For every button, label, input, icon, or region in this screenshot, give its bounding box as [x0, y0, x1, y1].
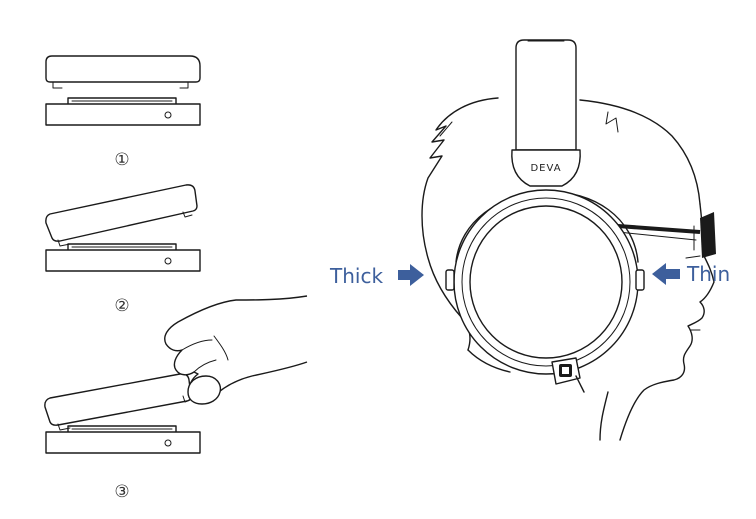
eye [685, 255, 701, 259]
step-2-label: ② [114, 296, 129, 316]
hair-fringe [605, 111, 619, 133]
neck-outline [599, 391, 609, 441]
step-2-illustration [45, 184, 201, 272]
lid-tab-left [57, 239, 71, 247]
hair-stroke [439, 121, 453, 137]
step-1-label: ① [114, 150, 129, 170]
headband [515, 39, 577, 151]
hand-finger-line [181, 339, 213, 351]
thick-label: Thick [329, 264, 383, 288]
thick-callout: Thick [329, 264, 424, 288]
glasses-temple-edge [617, 231, 697, 241]
pivot-left [445, 269, 455, 291]
brand-label: DEVA [530, 163, 561, 174]
hand-finger-line [193, 359, 217, 373]
lid-tab-right [179, 81, 189, 89]
neck-back-outline [467, 349, 511, 373]
cable [575, 375, 585, 393]
glasses-illustration [617, 212, 716, 258]
headphone: DEVA [445, 39, 645, 393]
headband-slider [511, 149, 581, 187]
lid-tab-right [182, 395, 191, 403]
thin-arrow [652, 263, 680, 285]
base-pad [67, 243, 177, 251]
glasses-lens [700, 212, 716, 258]
step-3-label: ③ [114, 482, 129, 502]
lid-tab-left [57, 423, 71, 431]
base-pad [67, 97, 177, 105]
base-button [164, 439, 172, 447]
connector-logo-mark [562, 367, 569, 374]
lid-closed [45, 55, 201, 83]
thick-arrow [398, 264, 424, 286]
lid-tab-right [182, 211, 193, 218]
lid-tilted [45, 184, 198, 242]
thin-callout: Thin [652, 262, 730, 286]
thin-label: Thin [686, 262, 730, 286]
face-profile [619, 203, 715, 441]
hand-knuckle-line [213, 335, 229, 361]
lid-tab-left [52, 81, 63, 89]
step-3-illustration [44, 295, 308, 454]
pivot-right [635, 269, 645, 291]
base-button [164, 257, 172, 265]
glasses-temple [617, 224, 701, 234]
base-block [45, 103, 201, 126]
head-top-outline [579, 99, 701, 205]
earcup-ring [461, 197, 631, 367]
base-pad [67, 425, 177, 433]
base-block [45, 249, 201, 272]
step-1-illustration [45, 55, 201, 126]
earcup-grille [469, 205, 623, 359]
base-button [164, 111, 172, 119]
lid-lifted [44, 373, 192, 426]
base-block [45, 431, 201, 454]
hand-thumb [187, 375, 222, 405]
